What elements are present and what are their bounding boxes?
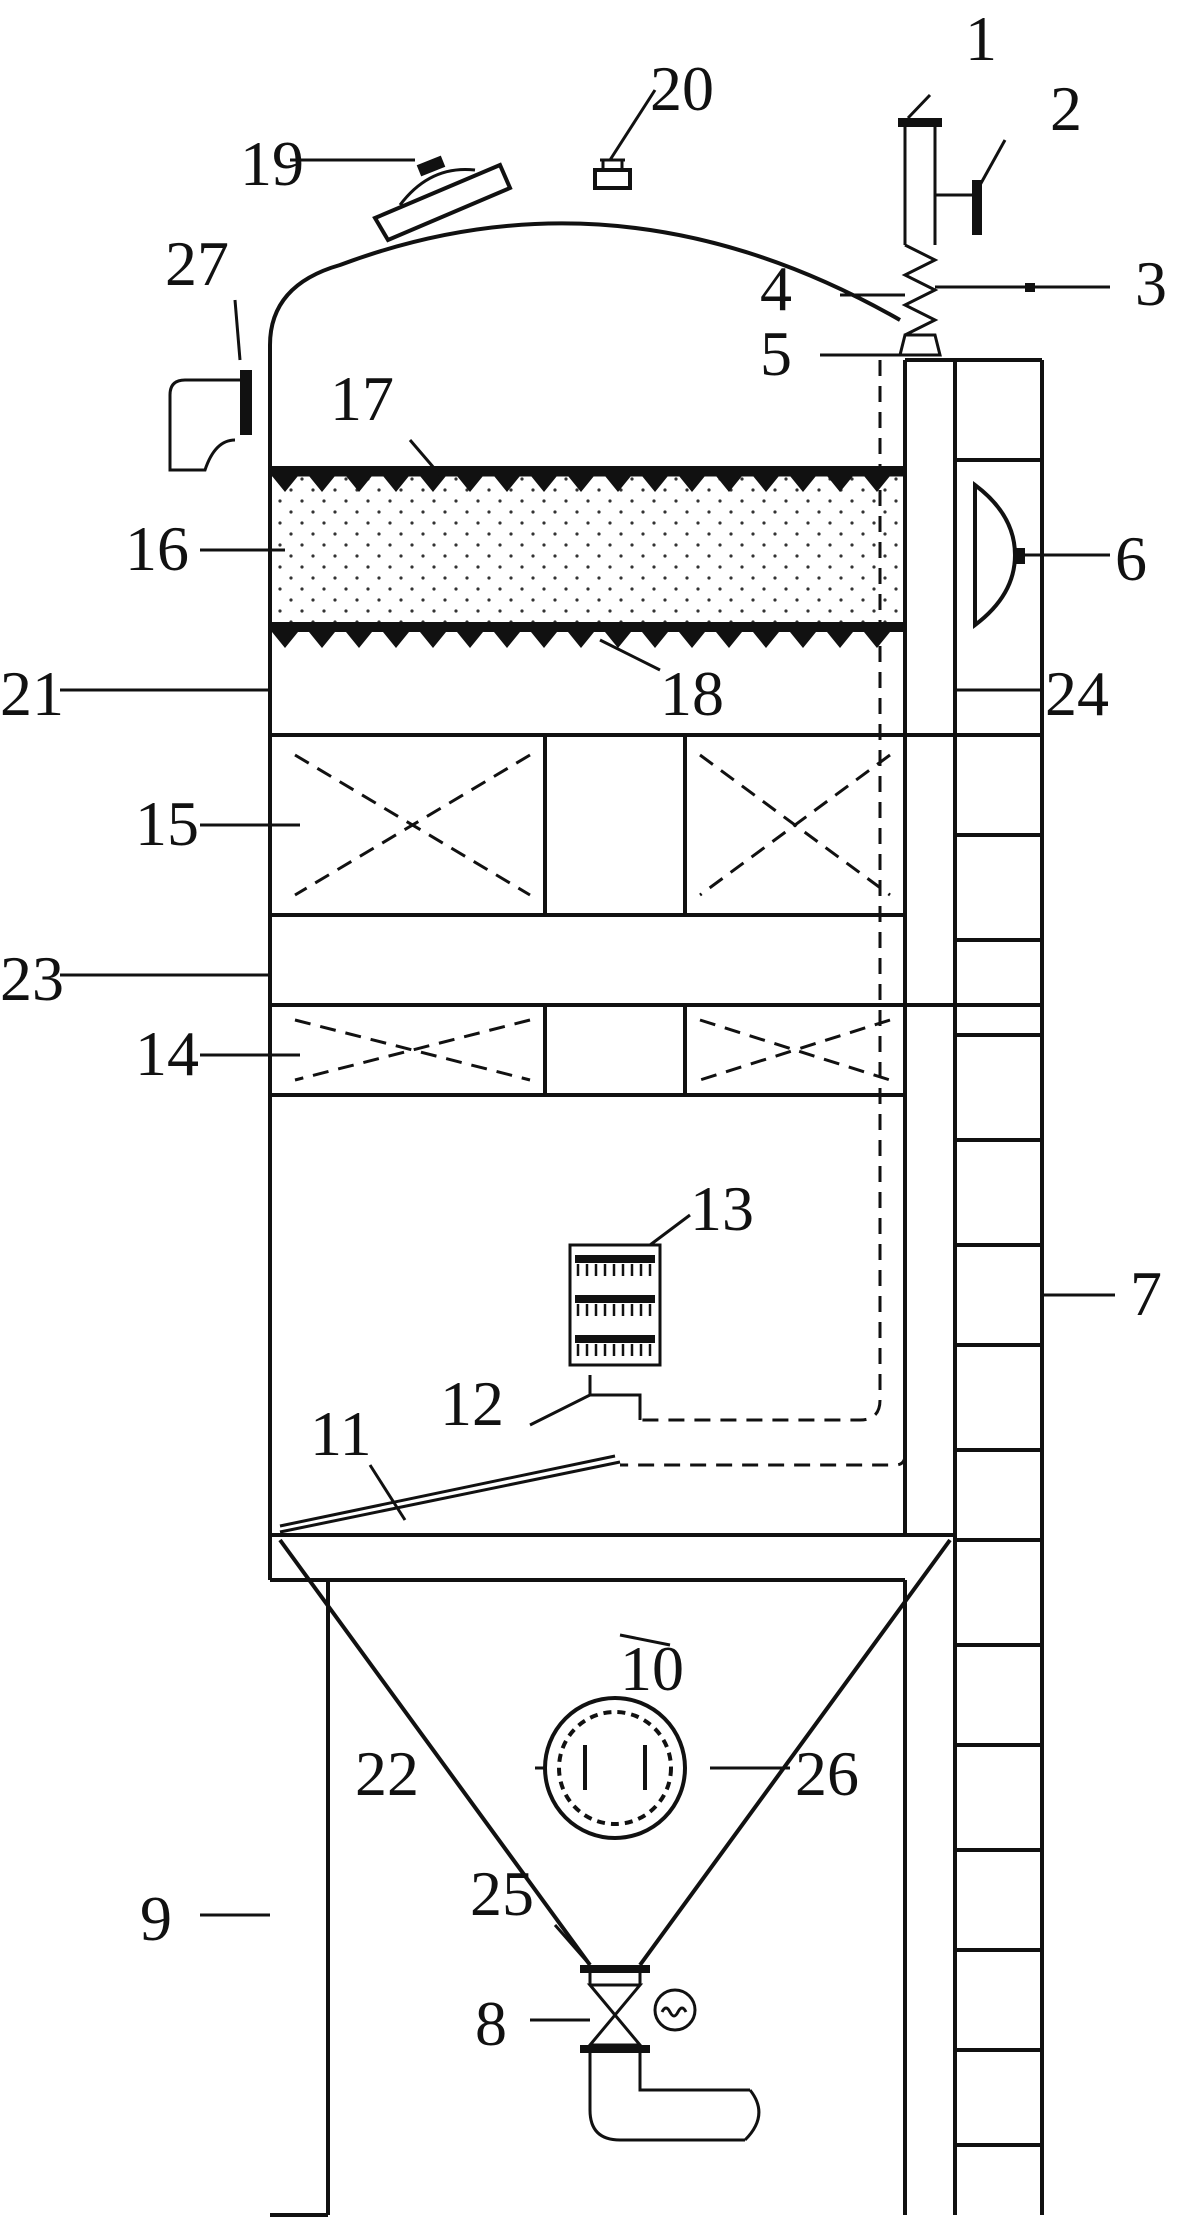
packing-layer-upper xyxy=(270,735,905,917)
internal-dashed-pipe xyxy=(620,360,907,1467)
side-ladder-column xyxy=(905,358,1044,2215)
cone-bottom xyxy=(278,1538,952,1967)
callout-labels: 1 2 3 4 5 6 7 8 9 10 11 12 13 14 15 16 1… xyxy=(0,3,1167,2059)
label-8: 8 xyxy=(475,1988,507,2059)
inclined-plate xyxy=(279,1454,621,1534)
label-16: 16 xyxy=(125,513,189,584)
drain-pipe xyxy=(588,2053,761,2142)
drain-valve xyxy=(580,1983,697,2053)
bottom-flange xyxy=(580,1965,650,1985)
label-6: 6 xyxy=(1115,523,1147,594)
side-valve xyxy=(935,180,982,235)
leader-lines xyxy=(60,89,1115,2022)
label-3: 3 xyxy=(1135,248,1167,319)
label-15: 15 xyxy=(135,788,199,859)
label-19: 19 xyxy=(240,128,304,199)
label-14: 14 xyxy=(135,1018,199,1089)
filter-media-layer xyxy=(270,470,907,630)
label-9: 9 xyxy=(140,1883,172,1954)
side-outlet-pipe xyxy=(168,370,252,472)
label-7: 7 xyxy=(1130,1258,1162,1329)
label-1: 1 xyxy=(965,3,997,74)
connection-flange xyxy=(898,333,942,357)
label-12: 12 xyxy=(440,1368,504,1439)
label-22: 22 xyxy=(355,1738,419,1809)
inspection-cover xyxy=(372,155,513,243)
label-18: 18 xyxy=(660,658,724,729)
label-25: 25 xyxy=(470,1858,534,1929)
label-4: 4 xyxy=(760,253,792,324)
packing-layer-lower xyxy=(270,1005,905,1097)
label-11: 11 xyxy=(310,1398,372,1469)
spray-head xyxy=(568,1243,662,1367)
label-2: 2 xyxy=(1050,73,1082,144)
label-17: 17 xyxy=(330,363,394,434)
upper-distribution-plate xyxy=(272,466,905,492)
lower-distribution-plate xyxy=(272,622,905,648)
label-23: 23 xyxy=(0,943,64,1014)
label-21: 21 xyxy=(0,658,64,729)
support-legs xyxy=(270,1580,907,2217)
manhole xyxy=(543,1696,687,1840)
label-10: 10 xyxy=(620,1633,684,1704)
label-20: 20 xyxy=(650,53,714,124)
label-24: 24 xyxy=(1045,658,1109,729)
vent-nozzle xyxy=(593,158,632,190)
side-port-hatch xyxy=(973,480,1025,630)
label-13: 13 xyxy=(690,1173,754,1244)
spring-element xyxy=(901,243,1035,337)
spray-nozzle xyxy=(588,1375,642,1420)
label-5: 5 xyxy=(760,318,792,389)
label-27: 27 xyxy=(165,228,229,299)
label-26: 26 xyxy=(795,1738,859,1809)
top-inlet-pipe xyxy=(898,118,942,245)
